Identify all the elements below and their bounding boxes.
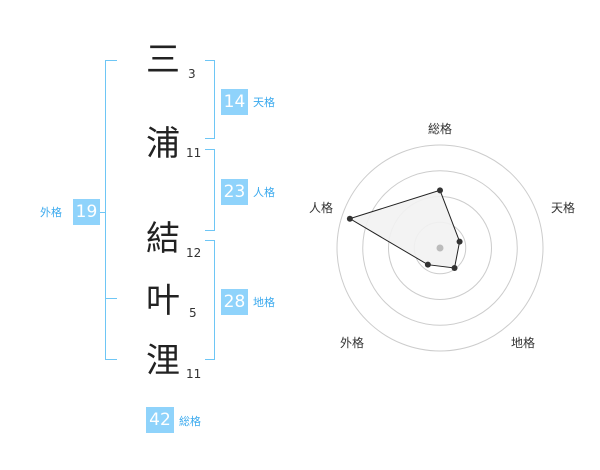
gaikaku-bracket-tick [97,212,106,213]
name-char-3: 結 [146,219,180,259]
jinkaku-label: 人格 [253,186,275,199]
radar-grid-ring [336,144,544,352]
radar-axis-label-soukaku: 総格 [428,122,453,136]
stroke-count-5: 11 [186,367,202,381]
gaikaku-badge: 19 [73,199,100,225]
radar-point-0 [437,187,443,194]
gaikaku-bracket [105,60,117,360]
soukaku-label: 総格 [179,415,201,428]
name-char-4: 叶 [146,281,180,321]
stroke-count-1: 3 [188,67,196,81]
radar-grid-ring [362,170,518,326]
radar-point-2 [451,264,458,271]
jinkaku-badge: 23 [221,179,248,205]
jinkaku-bracket [205,149,215,231]
radar-axis-label-chikaku: 地格 [511,336,536,350]
chikaku-badge: 28 [221,289,248,315]
stroke-count-4: 5 [189,306,197,320]
radar-point-4 [346,215,353,222]
radar-axis-label-jinkaku: 人格 [309,201,334,215]
tenkaku-badge: 14 [221,89,248,115]
name-char-1: 三 [146,40,180,80]
radar-point-3 [424,261,431,268]
radar-axis-label-tenkaku: 天格 [551,201,576,215]
radar-series-polygon [348,189,461,269]
soukaku-badge: 42 [146,407,174,433]
stroke-count-2: 11 [186,146,202,160]
radar-axis-label-gaikaku: 外格 [340,336,365,350]
tenkaku-label: 天格 [253,96,275,109]
chikaku-label: 地格 [253,296,275,309]
radar-center-dot [436,244,444,252]
stroke-count-3: 12 [186,246,202,260]
gaikaku-label: 外格 [40,206,62,219]
radar-point-1 [456,238,463,245]
chikaku-bracket [205,240,215,360]
tenkaku-bracket [205,60,215,139]
gaikaku-bracket-divider [105,298,117,299]
name-char-2: 浦 [146,124,180,164]
name-char-5: 浬 [146,341,180,381]
